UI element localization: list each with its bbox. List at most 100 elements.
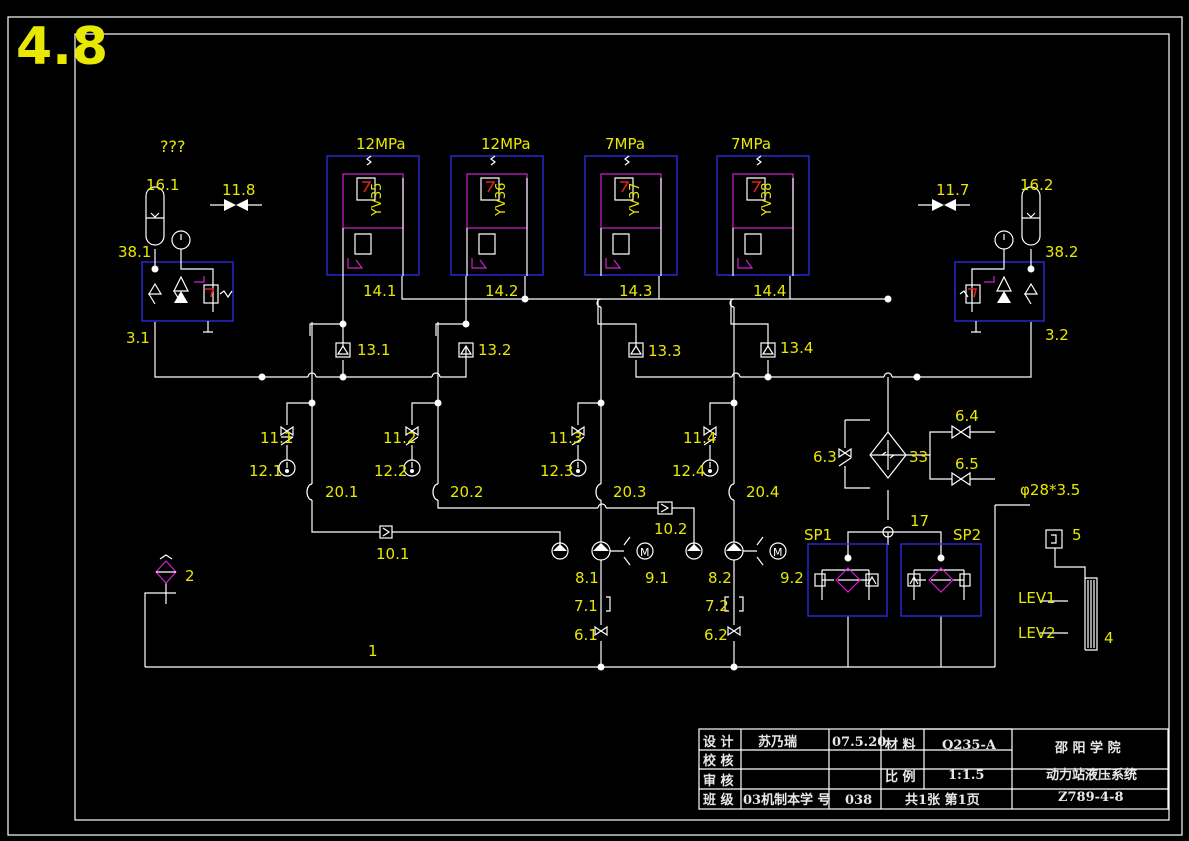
- needle-label: 11.2: [383, 429, 416, 447]
- lev1-label: LEV1: [1018, 589, 1056, 607]
- drawing-title: 动力站液压系统: [1046, 767, 1137, 783]
- pressure-label: 7MPa: [731, 135, 771, 153]
- pressure-label: 12MPa: [481, 135, 531, 153]
- filter-id-label: SP1: [804, 526, 832, 544]
- ref-label: 14.3: [619, 282, 652, 300]
- suction-parts: 7.1 7.2 6.1 6.2: [574, 596, 744, 644]
- relief-valve-yv38: YV38: [716, 155, 810, 276]
- thermo-label: 5: [1072, 526, 1082, 544]
- needle-label: 11.1: [260, 429, 293, 447]
- motor-label: 9.1: [645, 569, 669, 587]
- designer-name: 苏乃瑞: [758, 734, 797, 750]
- outer-border: [7, 16, 1183, 836]
- needle-label: 11.4: [683, 429, 716, 447]
- material-label: 材 料: [885, 737, 916, 753]
- relief-valve-yv36: YV36: [450, 155, 544, 276]
- needle-label: 11.3: [549, 429, 582, 447]
- class-value: 03机制本: [743, 792, 800, 808]
- valve-label: 6.4: [955, 407, 979, 425]
- filter-label: 7.2: [705, 597, 729, 615]
- ref-label: 14.2: [485, 282, 518, 300]
- ball-valve-label: 6.1: [574, 626, 598, 644]
- hose-labels: 20.1 20.2 20.3 20.4: [325, 483, 779, 501]
- inline-check-label: 10.2: [654, 520, 687, 538]
- hose-label: 20.3: [613, 483, 646, 501]
- crossovers: [306, 298, 893, 509]
- svg-text:M: M: [773, 546, 783, 559]
- accumulator-label: 16.1: [146, 176, 179, 194]
- gauge-label: 12.4: [672, 462, 705, 480]
- pump-label: 8.2: [708, 569, 732, 587]
- pressure-label: 7MPa: [605, 135, 645, 153]
- valve-label: 6.3: [813, 448, 837, 466]
- pump-units: M M 8.1 8.2 9.1 9.2: [551, 536, 804, 587]
- inline-check-valves: 10.1 10.2: [376, 501, 687, 563]
- block-label: 38.2: [1045, 243, 1078, 261]
- solenoid-label: YV35: [370, 183, 385, 217]
- hose-label: 20.2: [450, 483, 483, 501]
- valve-label: 6.5: [955, 455, 979, 473]
- student-no-label: 学 号: [800, 792, 831, 808]
- port-label: 3.2: [1045, 326, 1069, 344]
- block-label: 38.1: [118, 243, 151, 261]
- sheet-info: 共1张 第1页: [905, 792, 980, 808]
- unknown-label: ???: [160, 137, 185, 156]
- stop-valve-label: 11.7: [936, 181, 969, 199]
- gauge-label: 12.1: [249, 462, 282, 480]
- needle-valves-gauges: 11.1 11.2 11.3 11.4 12.1 12.2 12.3 12.4: [249, 425, 719, 480]
- inline-check-label: 10.1: [376, 545, 409, 563]
- check-label: 13.2: [478, 341, 511, 359]
- title-block-text: 设 计 苏乃瑞 07.5.20 材 料 Q235-A 邵 阳 学 院 校 核 审…: [703, 734, 1137, 808]
- design-date: 07.5.20: [832, 735, 886, 750]
- return-filters: SP1 SP2: [804, 526, 982, 617]
- class-label: 班 级: [703, 792, 735, 808]
- level-gauge-label: 4: [1104, 629, 1114, 647]
- tank-side: 5 4 LEV1 LEV2 φ28*3.5 1: [368, 481, 1114, 660]
- checker-label: 校 核: [703, 753, 734, 769]
- accumulator-right: 16.2 38.2 3.2: [954, 176, 1078, 344]
- title-block: [698, 728, 1169, 810]
- junctions: [151, 265, 1035, 671]
- designer-label: 设 计: [703, 734, 734, 750]
- solenoid-label: YV36: [494, 183, 509, 217]
- port-label: 3.1: [126, 329, 150, 347]
- pipe-spec-label: φ28*3.5: [1020, 481, 1080, 499]
- svg-text:M: M: [640, 546, 650, 559]
- stop-valves: 11.8 11.7: [210, 181, 970, 211]
- motor-label: 9.2: [780, 569, 804, 587]
- sheet-number: 4.8: [16, 17, 108, 77]
- student-no: 038: [845, 793, 872, 808]
- tank-pipe-label: 1: [368, 642, 378, 660]
- accumulator-label: 16.2: [1020, 176, 1053, 194]
- solenoid-label: YV37: [628, 183, 643, 217]
- school-name: 邵 阳 学 院: [1054, 740, 1121, 756]
- pipe-label: 17: [910, 512, 929, 530]
- material-value: Q235-A: [942, 738, 997, 753]
- pump-label: 8.1: [575, 569, 599, 587]
- breather-label: 2: [185, 567, 195, 585]
- pressure-label: 12MPa: [356, 135, 406, 153]
- gauge-label: 12.3: [540, 462, 573, 480]
- relief-valve-yv37: YV37: [584, 155, 678, 276]
- scale-value: 1:1.5: [948, 768, 984, 783]
- filter-id-label: SP2: [953, 526, 981, 544]
- relief-labels: 12MPa 12MPa 7MPa 7MPa 14.1 14.2 14.3 14.…: [356, 135, 786, 300]
- solenoid-label: YV38: [760, 183, 775, 217]
- ref-label: 14.4: [753, 282, 786, 300]
- cooler-label: 33: [909, 448, 928, 466]
- hose-label: 20.4: [746, 483, 779, 501]
- ref-label: 14.1: [363, 282, 396, 300]
- gauge-label: 12.2: [374, 462, 407, 480]
- check-valves: 13.1 13.2 13.3 13.4: [335, 339, 813, 360]
- accumulator-left: 16.1 38.1 3.1: [118, 176, 234, 347]
- inner-border: [74, 33, 1170, 821]
- reviewer-label: 审 核: [703, 773, 734, 789]
- lev2-label: LEV2: [1018, 624, 1056, 642]
- check-label: 13.1: [357, 341, 390, 359]
- drawing-number: Z789-4-8: [1058, 790, 1124, 805]
- breather: 2: [155, 554, 195, 585]
- check-label: 13.4: [780, 339, 813, 357]
- cooler: 33 6.3 6.4 6.5 17: [813, 407, 979, 538]
- scale-label: 比 例: [885, 769, 916, 785]
